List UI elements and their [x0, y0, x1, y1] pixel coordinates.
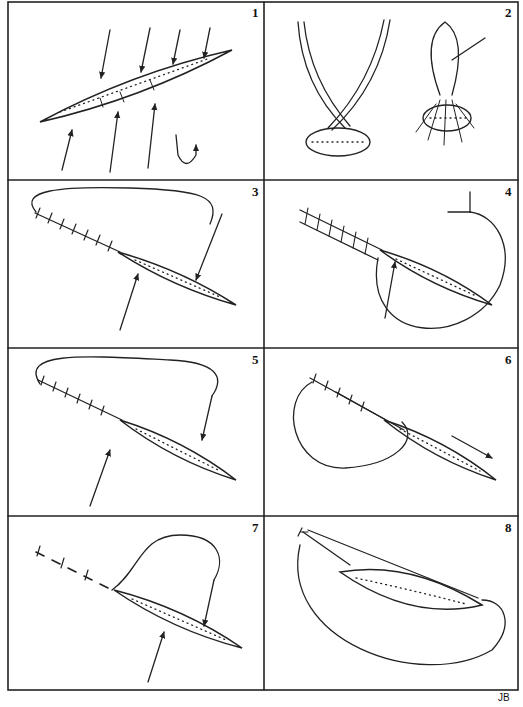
panel-number: 5	[252, 353, 259, 366]
panel-number: 8	[505, 521, 512, 534]
panel-grid	[8, 2, 518, 690]
wound-panel-5	[36, 357, 236, 506]
wound-panel-4	[300, 192, 505, 328]
panel-number: 3	[252, 185, 259, 198]
wound-panel-3	[32, 188, 236, 330]
panel-number: 4	[505, 185, 512, 198]
panel-number: 1	[252, 6, 259, 19]
panel-number: 2	[505, 6, 512, 19]
wound-panel-8	[298, 528, 505, 665]
wound-panel-7	[36, 535, 242, 682]
panel-number: 6	[505, 353, 512, 366]
artist-signature: JB	[498, 693, 510, 703]
wound-panel-1	[40, 28, 232, 172]
panel-number: 7	[252, 521, 259, 534]
wound-panel-2	[298, 20, 485, 156]
wound-panel-6	[294, 374, 496, 480]
